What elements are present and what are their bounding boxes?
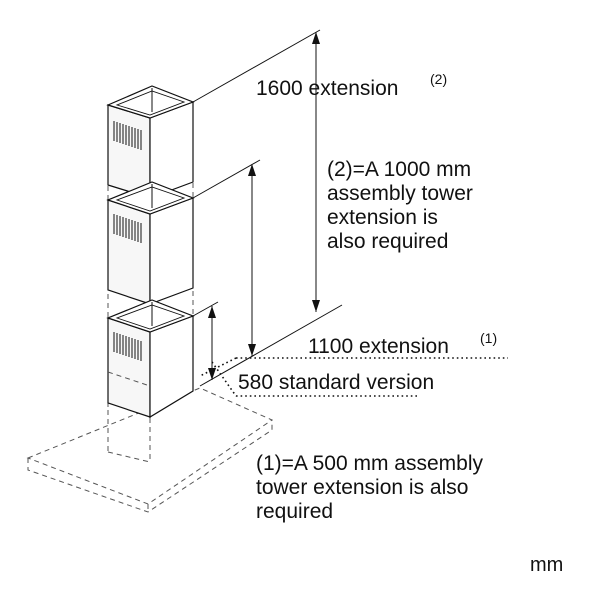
hood-canopy-outline	[26, 387, 274, 513]
footnote-2-line: assembly tower	[327, 182, 473, 205]
label-1100-footnote-marker: (1)	[480, 330, 497, 346]
unit-label: mm	[530, 554, 564, 576]
label-1100-extension: 1100 extension	[308, 335, 449, 358]
tower-section-middle	[106, 181, 195, 305]
footnote-2-line: (2)=A 1000 mm	[327, 158, 472, 181]
leader-lines	[199, 357, 508, 397]
dimension-1100	[248, 164, 256, 356]
footnote-2: (2)=A 1000 mm assembly tower extension i…	[327, 158, 577, 254]
tower-section-bottom	[106, 299, 195, 419]
vent-grill-middle	[113, 214, 142, 243]
label-1600-footnote-marker: (2)	[430, 71, 447, 87]
footnote-2-line: extension is	[327, 206, 438, 229]
vent-grill-bottom	[113, 332, 142, 361]
footnote-1-line: required	[256, 500, 334, 523]
vent-grill-top	[113, 121, 142, 150]
label-580-standard: 580 standard version	[238, 371, 434, 394]
footnote-1-line: tower extension is also	[256, 476, 469, 499]
footnote-2-line: also required	[327, 230, 449, 253]
footnote-1-line: (1)=A 500 mm assembly	[256, 452, 484, 475]
label-1600-extension: 1600 extension	[256, 77, 398, 100]
dimension-1600	[312, 32, 320, 312]
tower-section-top	[106, 85, 195, 199]
footnote-1: (1)=A 500 mm assembly tower extension is…	[256, 452, 576, 524]
extension-lines	[192, 29, 343, 387]
